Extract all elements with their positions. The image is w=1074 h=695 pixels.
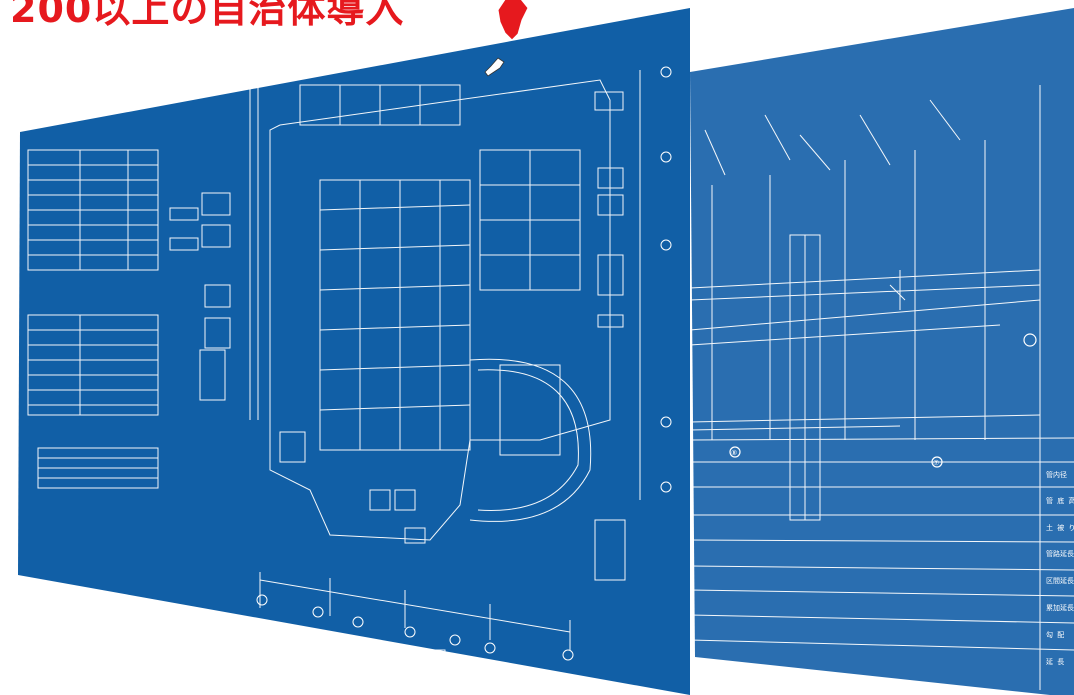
back-row-label: 管 底 高 (1046, 496, 1074, 505)
back-row-label: 土 被 り (1046, 523, 1074, 532)
back-row-label: 延 長 (1046, 657, 1064, 666)
back-row-label: 管内径 (1046, 470, 1067, 479)
back-row-label: 管路延長 (1046, 549, 1074, 558)
back-marker: ⑧ (731, 449, 737, 457)
drawing-title: 配置平面図 1 (391, 654, 441, 663)
back-row-label: 累加延長 (1046, 603, 1074, 612)
back-row-label: 区間延長 (1046, 576, 1074, 585)
back-drawing-panel: ⑧ ⑦ 管内径 管 底 高 土 被 り 管路延長 区間延長 累加延長 勾 配 延… (689, 8, 1074, 695)
front-drawing-panel: 配置平面図 1 (18, 8, 690, 695)
back-row-label: 勾 配 (1046, 630, 1064, 639)
japan-map-icon (484, 0, 529, 77)
back-marker: ⑦ (933, 459, 939, 467)
headline: 200以上の自治体導入 (10, 0, 405, 31)
